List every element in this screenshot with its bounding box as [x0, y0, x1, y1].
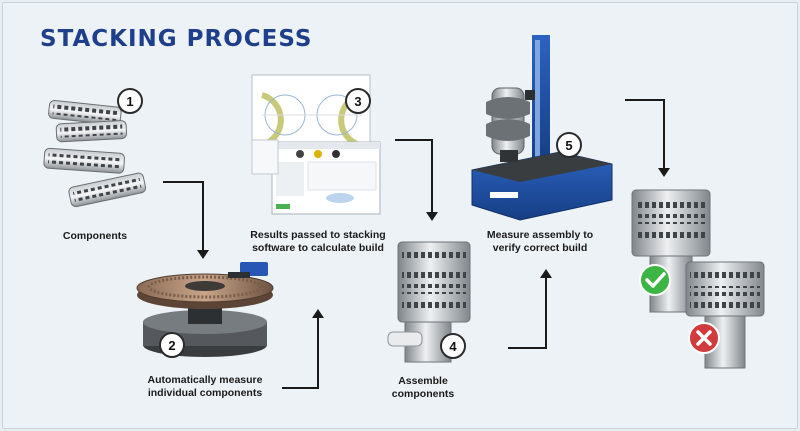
step-2-label: Automatically measure individual compone…	[147, 374, 263, 399]
arrow-4-to-5	[508, 278, 547, 349]
step-4-badge: 4	[440, 333, 466, 359]
cross-icon	[688, 322, 720, 354]
assembly-measuring-machine	[471, 35, 613, 221]
step-2-badge: 2	[159, 332, 185, 358]
arrow-1-to-2	[163, 181, 204, 250]
check-icon	[639, 264, 671, 296]
step-3-label: Results passed to stacking software to c…	[250, 229, 386, 254]
flow-arrows	[163, 99, 665, 389]
step-1-badge: 1	[117, 88, 143, 114]
arrow-3-to-4	[395, 139, 433, 212]
arrow-heads	[197, 168, 670, 318]
step-5-label: Measure assembly to verify correct build	[486, 229, 594, 254]
step-3-badge: 3	[345, 88, 371, 114]
step-4-label: Assemble components	[391, 375, 455, 400]
component-rings	[43, 99, 147, 208]
arrow-5-to-result	[625, 99, 665, 168]
arrow-2-to-3	[282, 318, 319, 389]
step-5-badge: 5	[556, 132, 582, 158]
page-title: STACKING PROCESS	[40, 26, 313, 52]
software-screens	[251, 74, 381, 215]
step-1-label: Components	[62, 230, 128, 242]
assembled-stack	[387, 241, 471, 363]
measuring-machine-gear	[136, 262, 274, 357]
